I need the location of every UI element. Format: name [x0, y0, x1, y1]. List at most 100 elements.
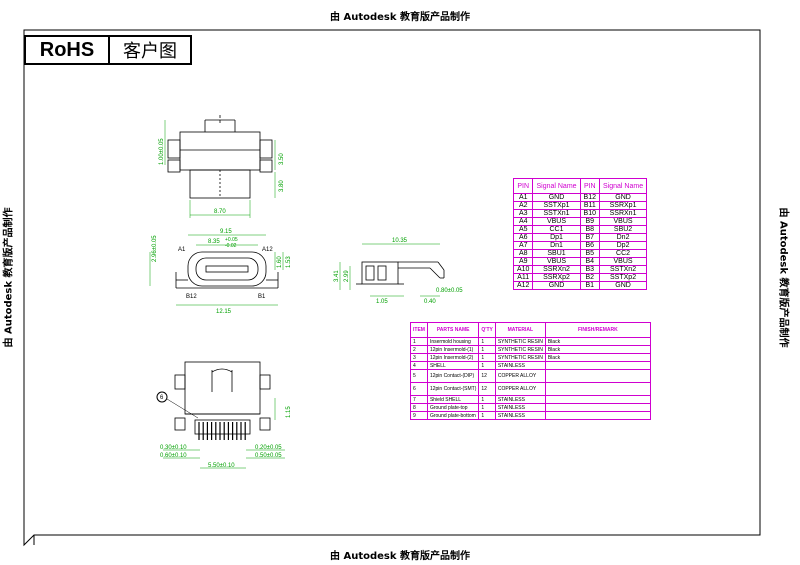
pin-table-cell: A12	[512, 281, 534, 290]
parts-table-cell: Insermold housing	[426, 337, 480, 346]
pin-table-cell: A3	[512, 209, 534, 218]
parts-table-cell: Black	[544, 353, 651, 362]
pin-table-header: Signal Name	[599, 178, 648, 194]
dim-side-h2: 2.99	[344, 270, 350, 282]
parts-table-cell: 12pin Contact-(SMT)	[426, 382, 480, 396]
parts-table-cell: 1	[478, 411, 496, 420]
pin-label-b12: B12	[186, 294, 197, 300]
parts-table-cell: 1	[478, 345, 496, 354]
watermark-top: 由 Autodesk 教育版产品制作	[329, 12, 470, 23]
side-view-dims	[339, 243, 440, 297]
bottom-view-pins	[198, 422, 246, 440]
pin-table-cell: Dp1	[532, 233, 581, 242]
dim-front-tol-minus: -0.02	[225, 243, 237, 249]
parts-table-cell: 5	[410, 369, 428, 383]
pin-table-cell: B1	[579, 281, 601, 290]
dim-bottom-d1: 1.15	[286, 406, 292, 418]
dim-side-off2: 0.40	[424, 299, 436, 305]
pin-table-cell: CC2	[599, 249, 648, 258]
pin-table-cell: A2	[512, 201, 534, 210]
parts-table-cell: SYNTHETIC RESIN	[494, 353, 546, 362]
pin-table-cell: SBU2	[599, 225, 648, 234]
pin-table-cell: SSRXp2	[532, 273, 581, 282]
pin-table-header: PIN	[512, 178, 534, 194]
pin-table-cell: A5	[512, 225, 534, 234]
dim-bottom-d5: 0.20±0.05	[255, 445, 282, 451]
drawing-title: 客户图	[123, 41, 177, 62]
parts-table-cell: 1	[478, 353, 496, 362]
dim-front-w-outer: 9.15	[220, 229, 232, 235]
dim-side-h1: 3.41	[334, 270, 340, 282]
parts-table-cell: 1	[410, 337, 428, 346]
pin-table-cell: B8	[579, 225, 601, 234]
title-block: RoHS 客户图	[24, 35, 192, 65]
parts-table-header: ITEM	[410, 322, 428, 338]
pin-table-cell: B4	[579, 257, 601, 266]
parts-table-cell: Black	[544, 337, 651, 346]
pin-table-cell: SSRXp1	[599, 201, 648, 210]
dim-side-off3: 0.80±0.05	[436, 288, 463, 294]
dim-top-h3: 3.80	[279, 180, 285, 192]
parts-table-cell: 4	[410, 361, 428, 370]
parts-table-cell: 12pin Insermold-(1)	[426, 345, 480, 354]
dim-top-h1: 1.00±0.05	[159, 138, 165, 165]
parts-table-header: FINISH/REMARK	[544, 322, 651, 338]
pin-table-cell: B9	[579, 217, 601, 226]
pin-table-cell: GND	[599, 193, 648, 202]
pin-table-cell: B7	[579, 233, 601, 242]
pin-table-cell: B3	[579, 265, 601, 274]
parts-table-cell: 1	[478, 337, 496, 346]
dim-bottom-d6: 0.50±0.05	[255, 453, 282, 459]
dim-front-h3: 1.53	[286, 256, 292, 268]
parts-table-cell: 12pin Contact-(DIP)	[426, 369, 480, 383]
pin-label-a1: A1	[178, 247, 186, 253]
pin-table-header: Signal Name	[532, 178, 581, 194]
top-view	[167, 115, 273, 199]
parts-table-cell: 6	[410, 382, 428, 396]
pin-table-cell: A6	[512, 233, 534, 242]
watermark-bottom: 由 Autodesk 教育版产品制作	[329, 551, 470, 562]
parts-table-cell: 12	[478, 382, 496, 396]
pin-table-cell: B10	[579, 209, 601, 218]
callout-balloon	[156, 391, 168, 403]
pin-table-cell: Dn1	[532, 241, 581, 250]
front-view-dims	[149, 234, 284, 306]
dim-top-w: 8.70	[214, 209, 226, 215]
pin-table-cell: A7	[512, 241, 534, 250]
pin-table-cell: A1	[512, 193, 534, 202]
parts-table-cell: 3	[410, 353, 428, 362]
pin-table-cell: SSRXn1	[599, 209, 648, 218]
parts-table-cell	[544, 382, 651, 396]
dim-front-h2: 1.60	[277, 256, 283, 268]
pin-table-cell: VBUS	[599, 217, 648, 226]
parts-table-cell: STAINLESS	[494, 395, 546, 404]
pin-table-cell: B6	[579, 241, 601, 250]
dim-front-h1: 2.96±0.05	[152, 235, 158, 262]
rohs-label: RoHS	[26, 37, 110, 63]
parts-table-cell	[544, 395, 651, 404]
dim-bottom-d4: 5.50±0.10	[208, 463, 235, 469]
parts-table-cell	[544, 369, 651, 383]
pin-table-cell: SSTXp2	[599, 273, 648, 282]
pin-table-cell: SBU1	[532, 249, 581, 258]
parts-table-cell: 1	[478, 395, 496, 404]
pin-table-cell: A11	[512, 273, 534, 282]
pin-table-cell: A9	[512, 257, 534, 266]
parts-table-cell: 8	[410, 403, 428, 412]
pin-table-cell: Dp2	[599, 241, 648, 250]
pin-table-cell: SSTXp1	[532, 201, 581, 210]
parts-table-cell: 12pin Insermold-(2)	[426, 353, 480, 362]
pin-table-cell: CC1	[532, 225, 581, 234]
pin-table-cell: SSRXn2	[532, 265, 581, 274]
parts-table-header: Q'TY	[478, 322, 496, 338]
